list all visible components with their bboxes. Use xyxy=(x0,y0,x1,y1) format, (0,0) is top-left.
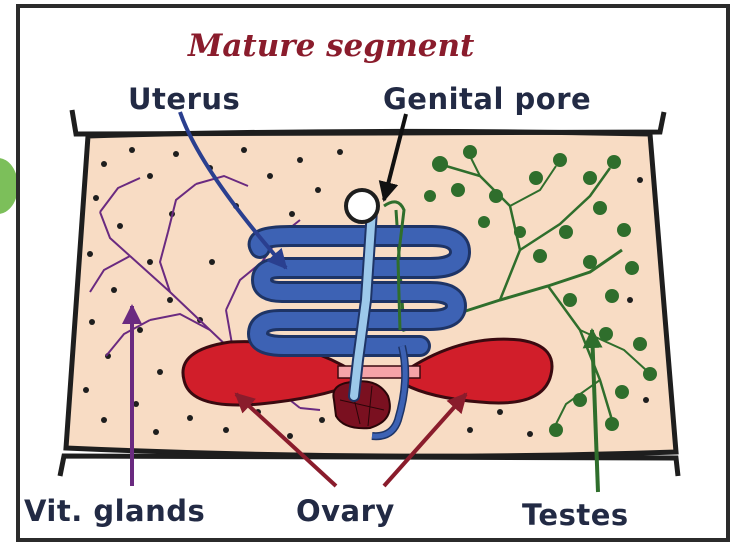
genital-pore xyxy=(346,190,378,222)
diagram-title: Mature segment xyxy=(188,28,474,64)
label-genital-pore: Genital pore xyxy=(383,82,591,116)
segment-bottom-border xyxy=(60,456,678,476)
label-uterus: Uterus xyxy=(128,82,240,116)
label-vit-glands: Vit. glands xyxy=(24,494,205,528)
label-ovary: Ovary xyxy=(296,494,395,528)
label-testes: Testes xyxy=(522,498,629,532)
